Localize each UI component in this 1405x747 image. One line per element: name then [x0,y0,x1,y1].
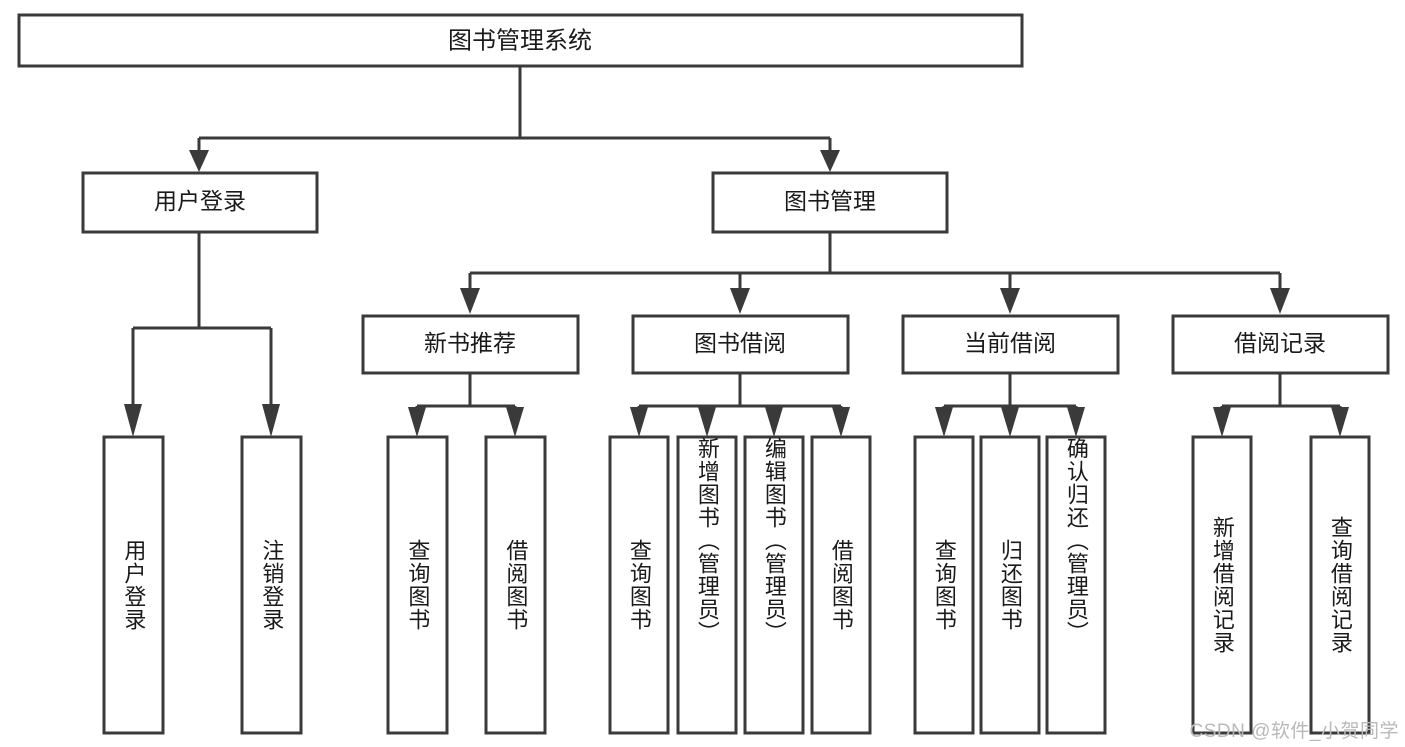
arrowhead-leaf-logout [262,404,280,437]
leaf-add-borrow-record-box[interactable] [1191,435,1253,735]
arrowhead-leaf-add-borrow-record [1213,407,1231,437]
leaf-borrow-book-1-box[interactable] [484,435,547,735]
node-new-book-recommend-label: 新书推荐 [424,330,516,356]
arrowhead-leaf-user-login [124,404,142,437]
arrowhead-leaf-confirm-return-admin [1067,407,1085,437]
root-node-label: 图书管理系统 [448,27,592,54]
arrowhead-leaf-query-book-3 [935,407,953,437]
arrowhead-user-login [189,150,209,172]
arrowhead-leaf-query-book-2 [630,407,648,437]
node-current-borrow-box[interactable] [901,314,1120,375]
arrowhead-book-management [820,150,840,172]
arrowhead-borrow-record [1270,288,1290,314]
arrowhead-leaf-edit-book-admin [765,407,783,437]
root-node-box[interactable] [17,13,1024,68]
node-book-management-label: 图书管理 [784,188,876,214]
leaf-logout-box[interactable] [240,435,303,735]
leaf-borrow-book-2-box[interactable] [810,435,872,735]
root-node[interactable]: 图书管理系统 [17,13,1024,68]
node-user-login-label: 用户登录 [154,188,246,214]
leaf-query-book-3-box[interactable] [913,435,975,735]
node-book-borrow-box[interactable] [631,314,850,375]
leaf-return-book-box[interactable] [979,435,1041,735]
node-book-borrow-label: 图书借阅 [694,330,786,356]
leaf-query-book-1-box[interactable] [386,435,449,735]
node-borrow-record-label: 借阅记录 [1234,330,1326,356]
arrowhead-leaf-borrow-book-1 [506,407,524,437]
arrowhead-layer [124,150,1349,437]
arrowhead-new-book-recommend [460,288,480,314]
node-current-borrow-label: 当前借阅 [964,330,1056,356]
arrowhead-current-borrow [1000,288,1020,314]
node-book-management-box[interactable] [711,171,949,234]
arrowhead-leaf-add-book-admin [698,407,716,437]
node-user-login-box[interactable] [81,171,319,234]
node-borrow-record[interactable]: 借阅记录 [1171,314,1390,375]
node-user-login[interactable]: 用户登录 [81,171,319,234]
leaf-query-book-2-box[interactable] [608,435,670,735]
leaf-edit-book-admin-box[interactable] [743,435,805,735]
leaf-query-borrow-record-box[interactable] [1309,435,1371,735]
leaf-user-login-box[interactable] [102,435,165,735]
node-book-management[interactable]: 图书管理 [711,171,949,234]
leaf-add-book-admin-box[interactable] [676,435,738,735]
arrowhead-leaf-query-borrow-record [1331,407,1349,437]
arrowhead-leaf-borrow-book-2 [832,407,850,437]
node-borrow-record-box[interactable] [1171,314,1390,375]
node-current-borrow[interactable]: 当前借阅 [901,314,1120,375]
leaf-box-layer [102,435,1371,735]
arrowhead-leaf-return-book [1001,407,1019,437]
csdn-watermark: CSDN @软件_小贺同学 [1189,721,1399,742]
node-new-book-recommend[interactable]: 新书推荐 [361,314,580,375]
node-new-book-recommend-box[interactable] [361,314,580,375]
node-book-borrow[interactable]: 图书借阅 [631,314,850,375]
leaf-confirm-return-admin-box[interactable] [1045,435,1107,735]
arrowhead-leaf-query-book-1 [408,407,426,437]
arrowhead-book-borrow [730,288,750,314]
